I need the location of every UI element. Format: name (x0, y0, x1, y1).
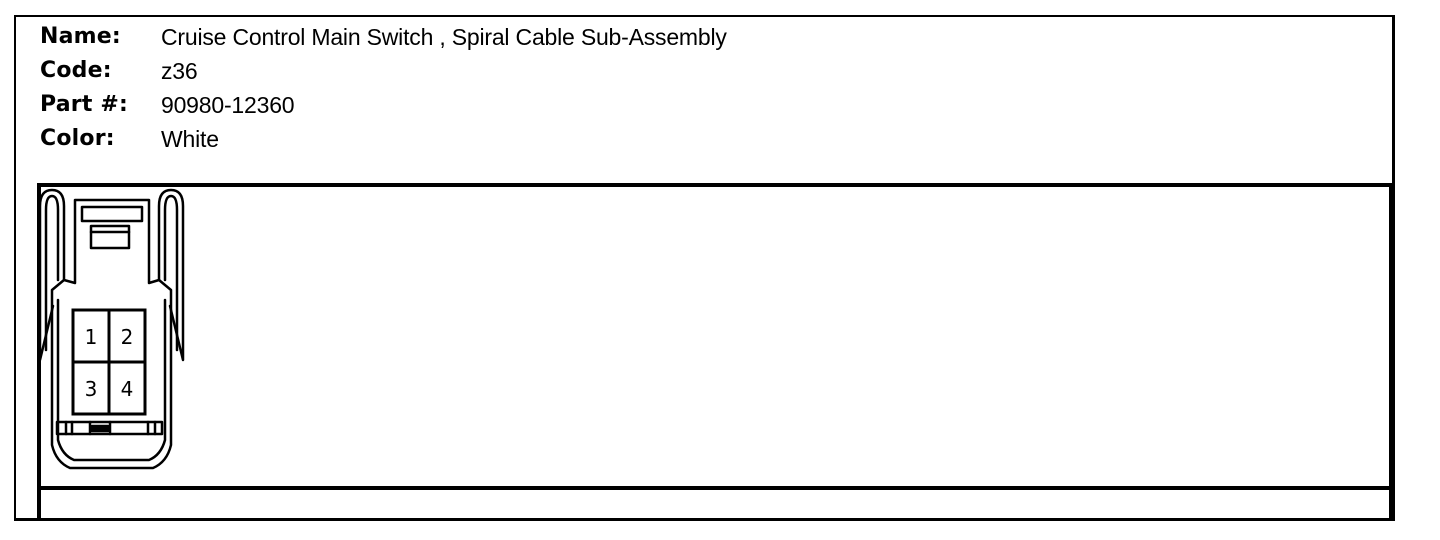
pin-cavity-4 (107, 360, 147, 416)
code-label: Code: (40, 58, 112, 83)
left-latch-arm (38, 188, 66, 362)
bottom-strip-left-border (37, 488, 41, 521)
connector-body-inner (56, 298, 167, 462)
right-latch-arm (157, 188, 185, 362)
code-value: z36 (161, 58, 198, 84)
part-number-label: Part #: (40, 92, 129, 117)
connector-body-outline (50, 278, 173, 470)
color-label: Color: (40, 126, 115, 151)
right-latch-arm-inner (163, 194, 179, 352)
pin-number: 4 (121, 377, 134, 401)
top-slot (80, 205, 144, 223)
name-value: Cruise Control Main Switch , Spiral Cabl… (161, 24, 727, 50)
name-label: Name: (40, 24, 121, 49)
pin-number: 1 (85, 325, 98, 349)
bottom-strip-right-border (1389, 488, 1393, 521)
color-value: White (161, 126, 219, 152)
document-frame (14, 15, 1395, 521)
left-latch-arm-inner (44, 194, 60, 352)
pin-number: 3 (85, 377, 98, 401)
lock-tab (89, 224, 131, 250)
connector-upper-body (62, 198, 161, 285)
pin-number: 2 (121, 325, 134, 349)
pin-cavity-2 (107, 308, 147, 364)
part-number-value: 90980-12360 (161, 92, 295, 118)
